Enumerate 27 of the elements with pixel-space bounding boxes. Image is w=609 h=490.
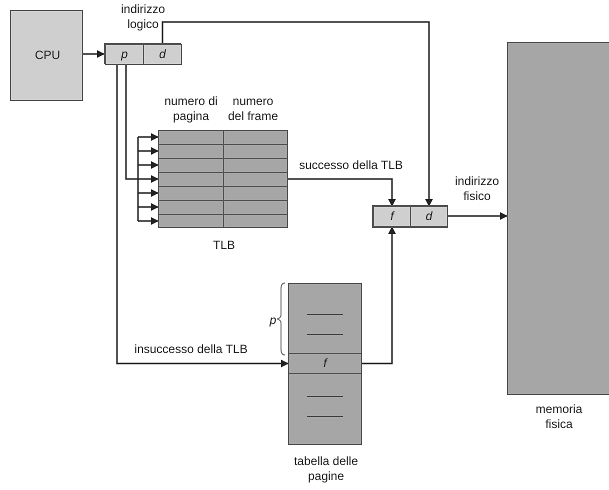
box-label: p	[120, 47, 129, 62]
table-caption: TLB	[212, 238, 236, 253]
box-heading: indirizzo logico	[120, 2, 166, 32]
address-field	[373, 206, 411, 227]
table-row	[288, 353, 362, 374]
arrow	[83, 50, 105, 58]
arrow	[288, 178, 396, 207]
arrow	[362, 226, 396, 364]
arrow	[116, 65, 289, 368]
table-caption: tabella delle pagine	[292, 454, 360, 484]
column-heading: numero del frame	[226, 94, 280, 124]
column-heading: numero di pagina	[163, 94, 219, 124]
address-field	[410, 206, 448, 227]
box-label: d	[424, 209, 434, 224]
arrow	[162, 21, 433, 207]
box-caption: memoria fisica	[534, 402, 584, 432]
box-label: CPU	[34, 48, 62, 63]
box-label: d	[158, 47, 167, 62]
box-label: f	[389, 209, 396, 224]
processor-box	[10, 10, 83, 101]
box-label: f	[322, 356, 329, 371]
address-field	[143, 44, 182, 65]
physical-address-box	[372, 205, 448, 228]
arrow	[448, 212, 508, 220]
address-field	[105, 44, 144, 65]
brace-label: p	[268, 313, 278, 328]
arrow	[125, 65, 159, 183]
